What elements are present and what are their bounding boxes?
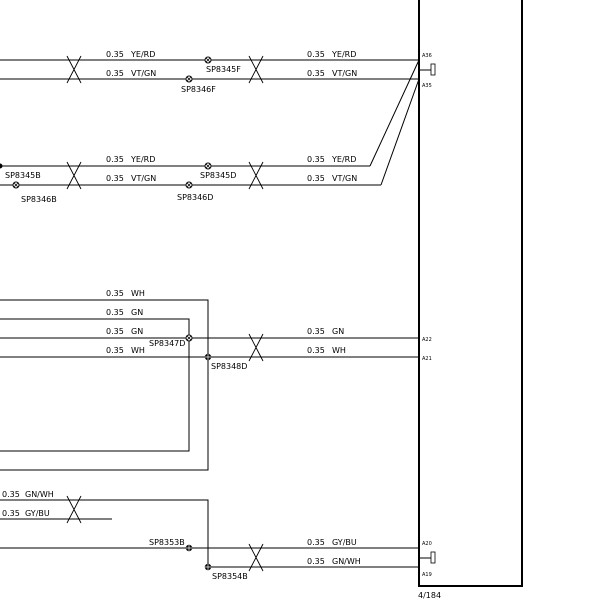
wire-color: GY/BU: [25, 509, 50, 518]
splice-sp8353b[interactable]: SP8353B: [149, 538, 193, 552]
pin-label: A22: [422, 337, 432, 343]
wire-w15: [0, 499, 419, 568]
wire-color: WH: [131, 346, 145, 355]
splice-sp8346f[interactable]: SP8346F: [181, 75, 216, 94]
wire-gauge: 0.35: [307, 155, 325, 164]
wire-gauge: 0.35: [2, 490, 20, 499]
wire-w9: [0, 299, 209, 471]
twist-marker: [248, 333, 264, 362]
wire-gauge: 0.35: [307, 174, 325, 183]
splice-label: SP8348D: [211, 362, 247, 371]
splice-label: SP8354B: [212, 572, 248, 581]
twist-marker: [66, 161, 82, 190]
splice-label: SP8345F: [206, 65, 241, 74]
wire-color: GN: [332, 327, 344, 336]
splice-sp8354b[interactable]: SP8354B: [204, 563, 248, 581]
wire-color: GN/WH: [25, 490, 54, 499]
wire-w10: [0, 318, 190, 452]
splice-label: SP8346B: [21, 195, 57, 204]
wire-color: WH: [131, 289, 145, 298]
twist-marker: [248, 161, 264, 190]
wire-gauge: 0.35: [106, 327, 124, 336]
wire-color: GN: [131, 327, 143, 336]
connector-pins-bottom: A20 A19: [419, 541, 436, 578]
splice-sp8346d[interactable]: SP8346D: [177, 181, 213, 202]
splice-sp8345f[interactable]: SP8345F: [204, 56, 241, 74]
wire-color: GN: [131, 308, 143, 317]
splice-sp8348d[interactable]: SP8348D: [204, 353, 248, 371]
connector-pins-top: A36 A35: [419, 53, 436, 89]
wire-gauge: 0.35: [307, 69, 325, 78]
wire-gauge: 0.35: [307, 538, 325, 547]
pin-label: A20: [422, 541, 432, 547]
wire-gauge: 0.35: [307, 346, 325, 355]
twist-marker: [248, 55, 264, 84]
wire-gauge: 0.35: [106, 174, 124, 183]
splice-label: SP8353B: [149, 538, 185, 547]
wire-gauge: 0.35: [106, 289, 124, 298]
splice-label: SP8345D: [200, 171, 236, 180]
wire-color: YE/RD: [130, 50, 155, 59]
splice-sp8346b[interactable]: SP8346B: [12, 181, 57, 204]
wire-color: WH: [332, 346, 346, 355]
connector-pins-middle: A22 A21: [422, 337, 432, 362]
wire-group-top: SP8345F SP8346F 0.35 YE/RD 0.35 VT/GN 0.…: [0, 50, 419, 94]
pin-label: A19: [422, 572, 432, 578]
wire-gauge: 0.35: [307, 557, 325, 566]
wire-color: GY/BU: [332, 538, 357, 547]
splice-sp8347d[interactable]: SP8347D: [149, 334, 193, 348]
wire-group-bottom: SP8353B SP8354B 0.35 GN/WH 0.35 GY/BU 0.…: [0, 490, 419, 581]
wire-gauge: 0.35: [307, 50, 325, 59]
pin-label: A21: [422, 356, 432, 362]
splice-sp8345d[interactable]: SP8345D: [200, 162, 236, 180]
module-outline: [418, 0, 523, 587]
twist-marker: [66, 55, 82, 84]
splice-label: SP8347D: [149, 339, 185, 348]
wire-color: VT/GN: [131, 174, 156, 183]
wire-group-third: SP8347D SP8348D 0.35 WH 0.35 GN 0.35 GN …: [0, 289, 419, 471]
splice-sp8345b[interactable]: SP8345B: [5, 171, 41, 180]
wire-gauge: 0.35: [106, 308, 124, 317]
wire-gauge: 0.35: [106, 50, 124, 59]
wire-color: YE/RD: [130, 155, 155, 164]
twist-marker: [66, 495, 82, 524]
wire-color: YE/RD: [331, 50, 356, 59]
splice-label: SP8345B: [5, 171, 41, 180]
wire-color: VT/GN: [332, 69, 357, 78]
splice-label: SP8346D: [177, 193, 213, 202]
pin-label: A35: [422, 83, 432, 89]
wire-gauge: 0.35: [2, 509, 20, 518]
wire-gauge: 0.35: [106, 155, 124, 164]
wire-gauge: 0.35: [106, 346, 124, 355]
wire-color: GN/WH: [332, 557, 361, 566]
wire-gauge: 0.35: [307, 327, 325, 336]
page-number: 4/184: [418, 591, 441, 600]
wire-group-second: SP8345B SP8346B SP8345D SP8346D 0.35 YE/…: [0, 59, 420, 204]
wire-color: VT/GN: [131, 69, 156, 78]
splice-label: SP8346F: [181, 85, 216, 94]
wire-gauge: 0.35: [106, 69, 124, 78]
pin-label: A36: [422, 53, 432, 59]
wire-color: YE/RD: [331, 155, 356, 164]
twist-marker: [248, 543, 264, 572]
wire-color: VT/GN: [332, 174, 357, 183]
